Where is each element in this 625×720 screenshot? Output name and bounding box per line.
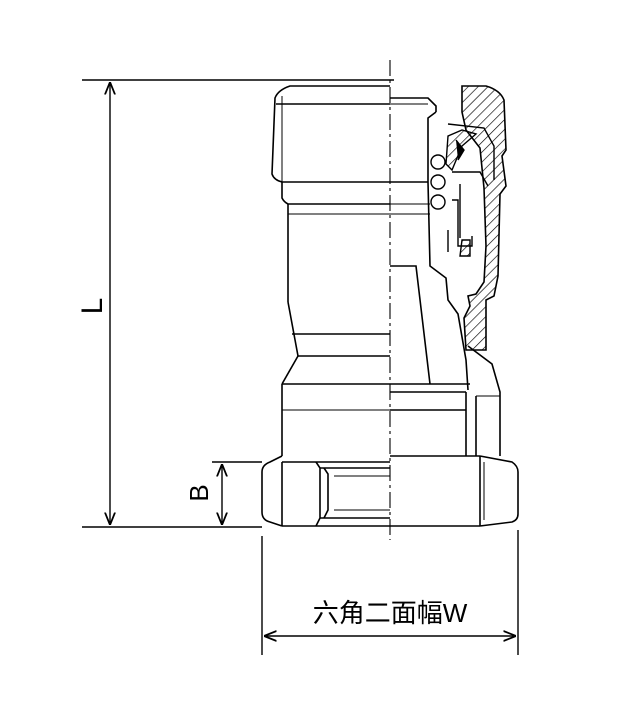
label-L: L [76,298,109,315]
section-half [390,97,519,527]
locking-mechanism [430,123,495,257]
label-hex-width-W: 六角二面幅W [313,598,468,628]
label-B: B [184,484,214,501]
exterior-half [261,85,390,527]
hatched-sleeve [461,85,507,351]
dimension-lines [82,79,519,655]
